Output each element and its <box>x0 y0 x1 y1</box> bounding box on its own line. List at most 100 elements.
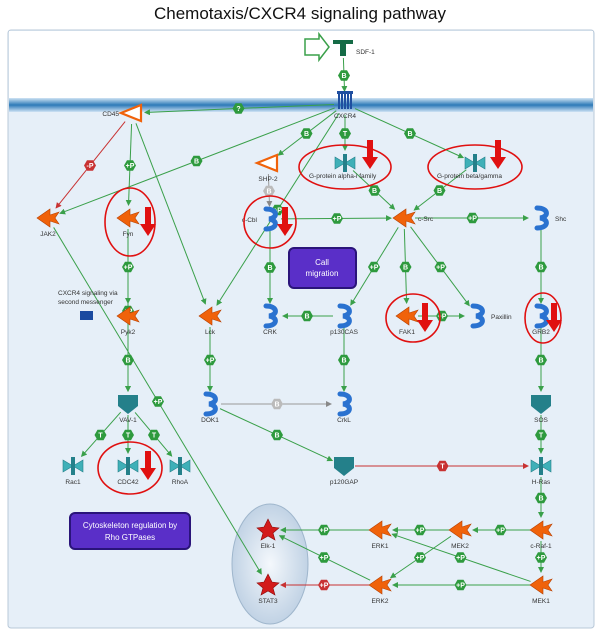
badge-label: +P <box>126 163 135 170</box>
node-shc[interactable]: Shc <box>534 205 567 231</box>
node-mek2[interactable]: MEK2 <box>448 520 472 550</box>
node-label-rac1: Rac1 <box>65 479 81 486</box>
badge-label: T <box>126 433 131 440</box>
edge-badge-cd45-fyn: +P <box>124 160 136 171</box>
badge-label: +P <box>416 528 425 535</box>
node-label-gprot-alpha: G-protein alpha-i family <box>309 173 377 180</box>
badge-label: B <box>267 265 272 272</box>
node-crkl[interactable]: CrkL <box>337 391 352 424</box>
down-arrow-icon <box>362 140 378 169</box>
down-arrow-icon <box>140 207 156 236</box>
edge-badge-vav1-rhoa: T <box>148 429 160 441</box>
badge-label: T <box>539 433 544 440</box>
node-label-dok1: DOK1 <box>201 417 219 424</box>
edge-badge-cd45-jak2: -P <box>84 160 96 171</box>
badge-label: +P <box>456 555 465 562</box>
node-p130cas[interactable]: p130CAS <box>330 303 359 336</box>
node-label-cxcr4: CXCR4 <box>334 113 356 120</box>
badge-label: B <box>266 189 271 196</box>
node-fak1[interactable]: FAK1 <box>395 306 419 336</box>
edge-badge-vav1-rac1: T <box>94 429 107 441</box>
node-cdc42[interactable]: CDC42 <box>117 457 139 486</box>
badge-label: +P <box>438 314 447 321</box>
node-csrc[interactable]: c-Src <box>392 208 434 228</box>
node-rac1[interactable]: Rac1 <box>62 457 84 486</box>
node-craf1[interactable]: c-Raf-1 <box>529 520 553 550</box>
badge-label: +P <box>416 555 425 562</box>
node-ccbl[interactable]: c-Cbl <box>242 206 278 232</box>
badge-label: T <box>98 433 103 440</box>
node-label-shp2: SHP-2 <box>258 176 278 183</box>
node-label-ccbl: c-Cbl <box>242 217 258 224</box>
edge-badge-mek2-erk1: +P <box>414 524 426 536</box>
node-rhoa[interactable]: RhoA <box>169 457 191 486</box>
badge-label: +P <box>436 265 445 272</box>
node-paxillin[interactable]: Paxillin <box>470 303 512 329</box>
node-label-p120gap: p120GAP <box>330 479 358 486</box>
note-line1: CXCR4 signaling via <box>58 290 118 297</box>
call-migration-line2: migration <box>306 269 339 278</box>
badge-label: B <box>372 188 377 195</box>
edge-badge-csrc-paxillin: +P <box>434 261 447 273</box>
node-label-p130cas: p130CAS <box>330 329 358 336</box>
badge-label: +P <box>320 528 329 535</box>
node-label-jak2: JAK2 <box>40 231 56 238</box>
node-gprot-beta[interactable]: G-protein beta/gamma <box>437 154 502 180</box>
node-erk2[interactable]: ERK2 <box>368 575 392 605</box>
node-fyn[interactable]: Fyn <box>116 208 140 238</box>
node-label-vav1: VAV-1 <box>119 417 137 424</box>
node-sdf1[interactable]: SDF-1 <box>304 31 375 63</box>
node-mek1[interactable]: MEK1 <box>529 575 553 605</box>
node-sos[interactable]: SOS <box>531 395 551 424</box>
node-p120gap[interactable]: p120GAP <box>330 457 358 486</box>
node-elk1[interactable]: Elk-1 <box>256 518 280 550</box>
node-label-erk1: ERK1 <box>372 543 389 550</box>
badge-label: T <box>440 464 445 471</box>
call-migration-box[interactable]: Call migration <box>288 247 357 289</box>
node-shp2[interactable]: SHP-2 <box>254 153 279 183</box>
cytoskeleton-box[interactable]: Cytoskeleton regulation by Rho GTPases <box>69 512 191 550</box>
extracellular-space <box>9 31 593 103</box>
node-erk1[interactable]: ERK1 <box>368 520 392 550</box>
edge-badge-p120gap-hras: T <box>436 460 449 472</box>
badge-label: B <box>403 265 408 272</box>
highlight-ccbl <box>243 195 297 249</box>
edge-badge-sos-hras: T <box>535 429 547 441</box>
badge-label: B <box>125 358 130 365</box>
badge-label: B <box>437 188 442 195</box>
badge-label: B <box>341 73 346 80</box>
edge-badge-craf1-mek1: +P <box>535 552 547 563</box>
badge-label: B <box>274 433 279 440</box>
badge-label: T <box>343 131 348 138</box>
edge-badge-shc-grb2: B <box>535 261 547 273</box>
edge-badge-cxcr4-gprot_beta: B <box>404 128 416 139</box>
edge-badge-hras-craf1: B <box>535 492 547 504</box>
node-jak2[interactable]: JAK2 <box>36 208 60 238</box>
down-arrow-icon <box>140 451 156 480</box>
node-vav1[interactable]: VAV-1 <box>118 395 138 424</box>
node-stat3[interactable]: STAT3 <box>256 573 280 605</box>
badge-label: +P <box>456 583 465 590</box>
node-crk[interactable]: CRK <box>263 303 278 336</box>
edge-badge-dok1-p120gap: B <box>271 429 283 441</box>
edge-badge-csrc-fak1: B <box>399 261 412 273</box>
node-gprot-alpha[interactable]: G-protein alpha-i family <box>309 154 377 180</box>
edge-badge-csrc-shc: +P <box>466 212 479 224</box>
node-cd45[interactable]: CD45 <box>102 103 143 123</box>
node-cxcr4[interactable]: CXCR4 <box>334 91 356 120</box>
edge-badge-ccbl-crk: B <box>264 262 276 273</box>
node-hras[interactable]: H-Ras <box>530 457 552 486</box>
edge-badge-gprot_beta-csrc: B <box>433 185 446 196</box>
badge-label: +P <box>273 208 282 215</box>
node-pyk2[interactable]: Pyk2 <box>116 306 140 336</box>
node-dok1[interactable]: DOK1 <box>201 391 219 424</box>
node-label-elk1: Elk-1 <box>261 543 276 550</box>
node-grb2[interactable]: GRB2 <box>532 303 550 336</box>
node-label-csrc: c-Src <box>418 216 434 223</box>
node-lck[interactable]: Lck <box>198 306 222 336</box>
badge-label: T <box>152 433 157 440</box>
edge-badge-vav1-cdc42: T <box>122 429 134 441</box>
edge-badge-mek1-erk2: +P <box>454 579 467 591</box>
highlights-layer <box>97 140 562 495</box>
